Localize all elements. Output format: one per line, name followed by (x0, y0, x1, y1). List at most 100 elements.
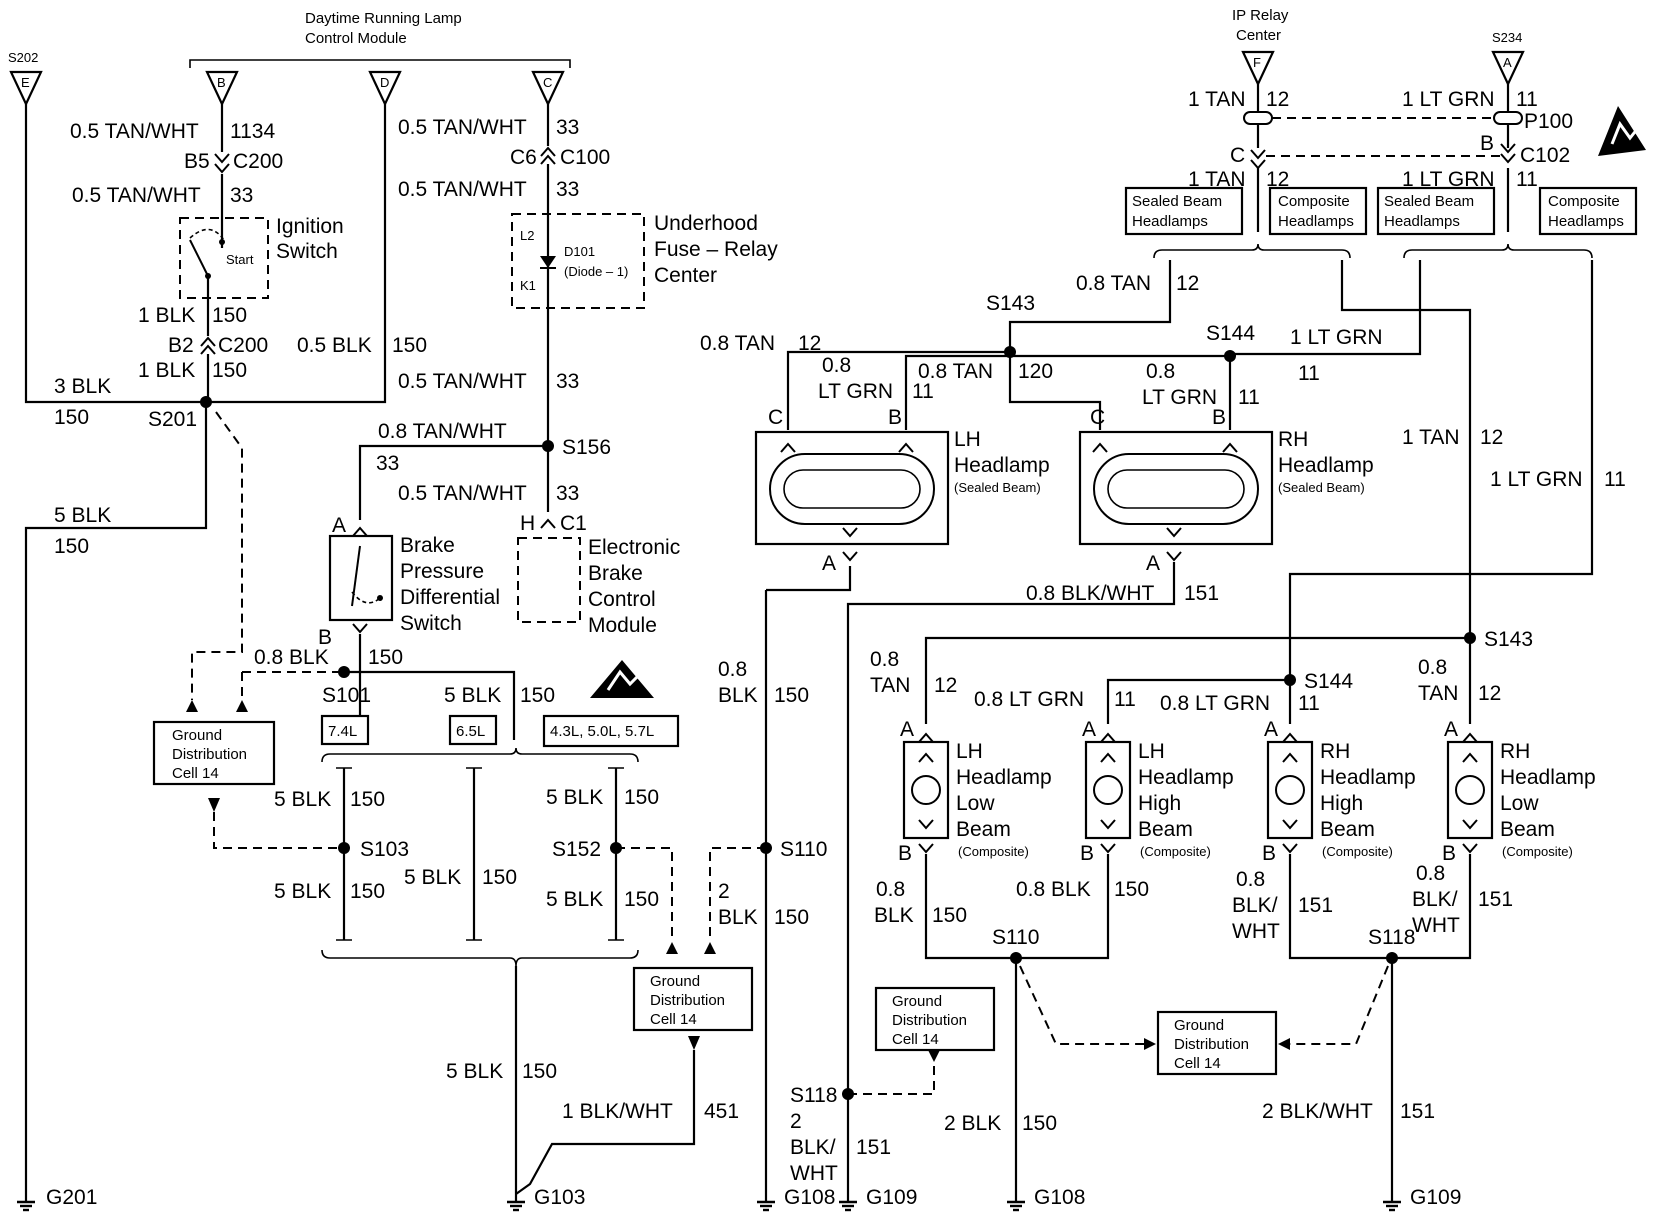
w-65l-2: 150 (482, 866, 517, 889)
w-opt-1: 5 BLK (444, 684, 501, 707)
w-ign-2: 33 (230, 184, 253, 207)
opt-sealed-1b: Headlamps (1132, 213, 1208, 230)
c200-connector (214, 153, 230, 173)
svg-text:Low: Low (956, 792, 995, 815)
gdc-box-1 (152, 720, 276, 786)
ip-relay-2: Center (1236, 27, 1281, 44)
w-rhl-2: TAN (1418, 682, 1458, 705)
c-c1: C1 (560, 512, 587, 535)
w-s110-1: 0.8 (718, 658, 747, 681)
svg-text:Headlamp: Headlamp (1500, 766, 1596, 789)
brake-1: Brake (400, 534, 455, 557)
opt-sealed-2a: Sealed Beam (1384, 193, 1474, 210)
w-lhc-2: 12 (798, 332, 821, 355)
opt-comp-2 (1538, 186, 1638, 236)
w-s152-3: 5 BLK (546, 888, 603, 911)
brake-switch-box (328, 534, 394, 622)
l2-label: L2 (520, 228, 534, 243)
w-s103-1: 5 BLK (274, 788, 331, 811)
g108a-label: G108 (784, 1186, 835, 1209)
s143-label: S143 (1484, 628, 1533, 651)
w-brk-2: 33 (376, 452, 399, 475)
wire-lh-sealed-b (904, 354, 1230, 430)
gdc2-l1: Ground (650, 973, 700, 990)
wire-g201 (24, 402, 208, 1194)
w-451-1: 1 BLK/WHT (562, 1100, 673, 1123)
svg-text:B: B (898, 842, 912, 865)
w-s201-1: 1 BLK (138, 359, 195, 382)
w-c-4: 33 (556, 178, 579, 201)
c1-connector (540, 519, 556, 529)
w-151-b: 151 (1184, 582, 1219, 605)
opt-sealed-2b: Headlamps (1384, 213, 1460, 230)
opt-comp-1 (1268, 186, 1368, 236)
brake-conn-b (352, 623, 368, 633)
w-2blk-a: 2 (718, 880, 730, 903)
w-lhb-1: 0.8 (822, 354, 851, 377)
ebcm-2: Brake (588, 562, 643, 585)
w-120-b: 120 (1018, 360, 1053, 383)
s143-top-label: S143 (986, 292, 1035, 315)
w-s103-2: 150 (350, 788, 385, 811)
terminal-e-label: E (21, 75, 30, 90)
svg-text:(Composite): (Composite) (1322, 844, 1393, 859)
d101-label: D101 (564, 244, 595, 259)
gdc2-l2: Distribution (650, 992, 725, 1009)
s110-label: S110 (780, 838, 828, 861)
ignition-switch-box (179, 217, 269, 299)
rh-low-beam: A B RH Headlamp Low Beam (Composite) (1442, 718, 1596, 865)
opt-sealed-2 (1376, 186, 1496, 236)
svg-text:Low: Low (1500, 792, 1539, 815)
w-c-5: 0.5 TAN/WHT (398, 370, 527, 393)
dash-s118 (848, 1062, 935, 1095)
svg-text:(Composite): (Composite) (958, 844, 1029, 859)
rhs-b: B (1212, 406, 1226, 429)
w-c-6: 33 (556, 370, 579, 393)
ebcm-box (517, 537, 581, 623)
w-a-4: 11 (1516, 168, 1538, 191)
gdc3-l2: Distribution (892, 1012, 967, 1029)
s110b-label: S110 (992, 926, 1040, 949)
w-lcg-3: 150 (932, 904, 967, 927)
w-g103-2: 150 (522, 1060, 557, 1083)
s144-label: S144 (1304, 670, 1353, 693)
s118-label: S118 (790, 1084, 838, 1107)
w-rhg-2: BLK/ (1232, 894, 1278, 917)
svg-text:Beam: Beam (1500, 818, 1555, 841)
w-lhl-2: TAN (870, 674, 910, 697)
s152-label: S152 (552, 838, 601, 861)
rhs-2: Headlamp (1278, 454, 1374, 477)
brake-4: Switch (400, 612, 462, 635)
lhs-conn-a (842, 551, 858, 561)
w-ign-1: 0.5 TAN/WHT (72, 184, 201, 207)
svg-text:A: A (900, 718, 914, 741)
w-lhl-1: 0.8 (870, 648, 899, 671)
p100-plug-f (1243, 111, 1273, 125)
opt-engines (542, 714, 680, 748)
gdc-box-2 (632, 966, 754, 1032)
w-rhb-2: LT GRN (1142, 386, 1217, 409)
svg-text:Headlamp: Headlamp (1320, 766, 1416, 789)
w-ltgrn1-a: 1 LT GRN (1290, 326, 1383, 349)
splice-s103 (338, 842, 350, 854)
opt-sealed-1a: Sealed Beam (1132, 193, 1222, 210)
c-b5: B5 (184, 150, 210, 173)
w-g109a-1: 2 (790, 1110, 802, 1133)
s156-label: S156 (562, 436, 611, 459)
w-g109a-3: WHT (790, 1162, 838, 1185)
g108b-label: G108 (1034, 1186, 1085, 1209)
wire-composite-tan (1340, 260, 1472, 568)
wire-p100-c102 (1256, 124, 1510, 148)
w-tan08-a: 0.8 TAN (1076, 272, 1151, 295)
w-451-2: 451 (704, 1100, 739, 1123)
opt-bracket-grn (1403, 243, 1593, 259)
module-bracket (189, 59, 571, 68)
w-g109b-2: 151 (1400, 1100, 1435, 1123)
w-lhg-1: 0.8 BLK (1016, 878, 1091, 901)
rhs-3: (Sealed Beam) (1278, 480, 1365, 495)
s101-label: S101 (322, 684, 371, 707)
opt-bracket-tan (1153, 243, 1351, 259)
lhs-a: A (822, 552, 836, 575)
w-g108b-1: 2 BLK (944, 1112, 1001, 1135)
